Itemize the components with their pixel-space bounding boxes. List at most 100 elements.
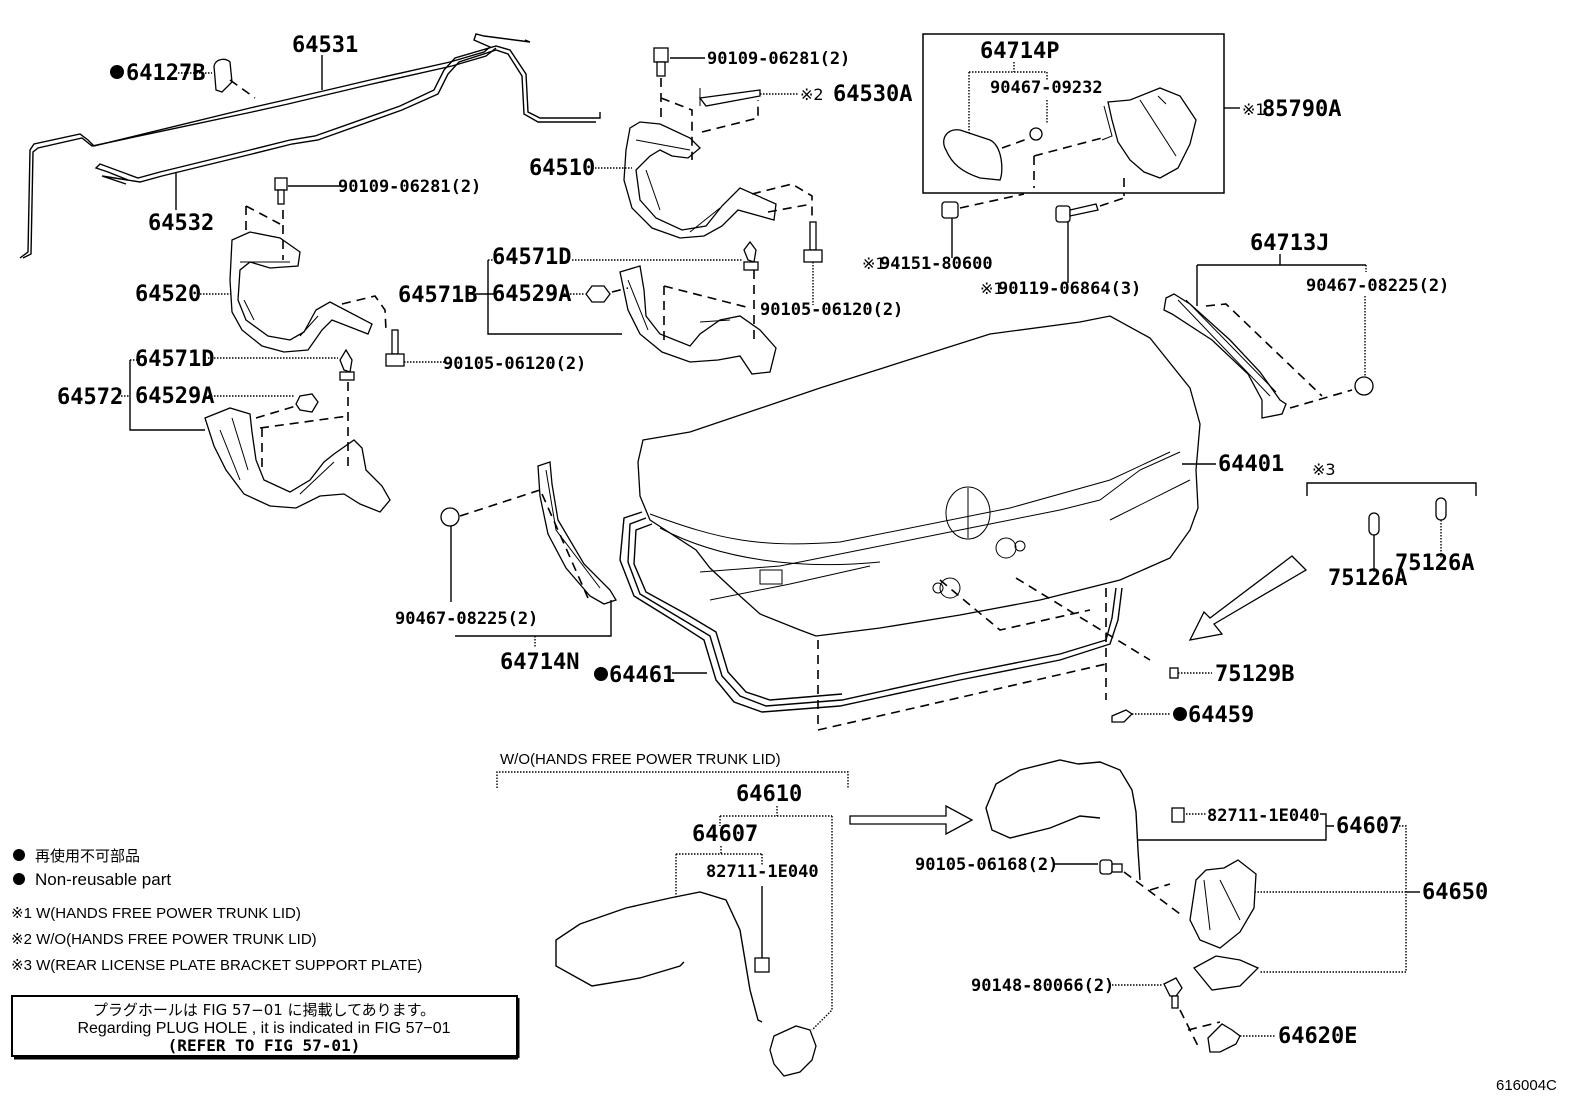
screw-90148-80066[interactable] xyxy=(1163,977,1183,1009)
switch-82711-right[interactable] xyxy=(1171,807,1185,823)
hinge-64520[interactable] xyxy=(229,231,373,353)
stud-75126a-left[interactable] xyxy=(1368,512,1380,536)
label-90467-08225-right: 90467-08225(2) xyxy=(1306,276,1449,296)
legend-nonreusable-jp: 再使用不可部品 xyxy=(35,847,140,865)
view-direction-arrow xyxy=(1188,555,1308,641)
label-wo-hands-free-group: W/O(HANDS FREE POWER TRUNK LID) xyxy=(500,751,781,768)
label-64532: 64532 xyxy=(148,211,214,236)
striker-64620e[interactable] xyxy=(1207,1023,1241,1053)
label-90105-06168: 90105-06168(2) xyxy=(915,855,1058,875)
label-64530a: 64530A xyxy=(833,82,912,107)
clip-64127b[interactable] xyxy=(213,58,256,99)
bolt-90109-center[interactable] xyxy=(653,47,669,77)
label-94151-80600: 94151-80600 xyxy=(880,254,993,274)
label-bolt-90105-lower: 90105-06120(2) xyxy=(443,354,586,374)
striker-cover-64650[interactable] xyxy=(1193,955,1260,991)
note-mark-85790a: ※1 xyxy=(1242,100,1266,119)
label-64607-right: 64607 xyxy=(1336,814,1402,839)
bolt-90105-left[interactable] xyxy=(385,329,405,367)
grommet-64529a-lower[interactable] xyxy=(295,393,319,413)
assembly-box-85790a xyxy=(922,33,1225,194)
transition-arrow xyxy=(849,804,974,836)
label-64571d-upper: 64571D xyxy=(492,245,571,270)
grommet-64529a-upper[interactable] xyxy=(585,285,611,303)
legend-note-2: ※2 W/O(HANDS FREE POWER TRUNK LID) xyxy=(11,931,317,948)
label-82711-1e040-right: 82711-1E040 xyxy=(1207,806,1320,826)
label-64650: 64650 xyxy=(1422,880,1488,905)
trunk-lid-64401[interactable] xyxy=(637,315,1201,637)
label-64520: 64520 xyxy=(135,282,201,307)
label-64571b: 64571B xyxy=(398,283,477,308)
bolt-90119-06864[interactable] xyxy=(1055,203,1099,223)
label-64510: 64510 xyxy=(529,156,595,181)
legend-nonreusable-en: Non-reusable part xyxy=(35,870,171,889)
reference-line-refer[interactable]: (REFER TO FIG 57-01) xyxy=(168,1036,361,1055)
label-64529a-upper: 64529A xyxy=(492,282,571,307)
lock-assy-64650[interactable] xyxy=(1189,859,1257,949)
label-90467-08225-left: 90467-08225(2) xyxy=(395,609,538,629)
label-90148-80066: 90148-80066(2) xyxy=(971,976,1114,996)
reference-line-en: Regarding PLUG HOLE , it is indicated in… xyxy=(77,1020,450,1037)
note-mark-3: ※3 xyxy=(1312,460,1336,479)
reference-line-jp: プラグホールは FIG 57−01 に掲載してあります。 xyxy=(93,1001,435,1019)
garnish-64713j[interactable] xyxy=(1163,293,1287,419)
bolt-90105-06168[interactable] xyxy=(1099,859,1123,875)
clip-64571d-lower[interactable] xyxy=(339,348,355,381)
label-75126a-left: 75126A xyxy=(1328,566,1407,591)
screw-90467-09232[interactable] xyxy=(1029,127,1043,141)
bracket-64530a[interactable] xyxy=(698,88,761,107)
cushion-64459[interactable] xyxy=(1111,709,1134,723)
legend-dot-jp xyxy=(13,849,25,861)
stud-75126a-right[interactable] xyxy=(1435,497,1447,521)
label-64127b: 64127B xyxy=(126,61,205,86)
label-64571d-lower: 64571D xyxy=(135,347,214,372)
label-64620e: 64620E xyxy=(1278,1024,1357,1049)
reference-box xyxy=(11,995,520,1060)
label-64714n: 64714N xyxy=(500,650,579,675)
note-mark-90119: ※1 xyxy=(980,279,1004,298)
release-cable-64607-right[interactable] xyxy=(985,759,1141,881)
label-64714p: 64714P xyxy=(980,39,1059,64)
lock-64610[interactable] xyxy=(769,1025,817,1077)
nut-94151-80600[interactable] xyxy=(941,201,959,219)
label-75126a-right: 75126A xyxy=(1395,551,1474,576)
label-64529a-lower: 64529A xyxy=(135,384,214,409)
bracket-64571b[interactable] xyxy=(619,265,777,375)
label-90119-06864: 90119-06864(3) xyxy=(998,279,1141,299)
hinge-64510[interactable] xyxy=(623,121,777,239)
nonreusable-marker xyxy=(110,65,124,79)
note-mark-94151: ※1 xyxy=(862,254,886,273)
label-64459: 64459 xyxy=(1188,703,1254,728)
label-64713j: 64713J xyxy=(1250,231,1329,256)
plug-75129b[interactable] xyxy=(1169,667,1179,679)
legend-note-3: ※3 W(REAR LICENSE PLATE BRACKET SUPPORT … xyxy=(11,957,422,974)
release-cable-64607-left[interactable] xyxy=(555,891,763,1023)
note-mark-64530a: ※2 xyxy=(800,85,824,104)
torsion-bar-64532[interactable] xyxy=(94,45,601,185)
label-85790a: 85790A xyxy=(1262,97,1341,122)
legend-note-1: ※1 W(HANDS FREE POWER TRUNK LID) xyxy=(11,905,301,922)
label-75129b: 75129B xyxy=(1215,662,1294,687)
nonreusable-marker xyxy=(1173,707,1187,721)
clip-64571d-upper[interactable] xyxy=(743,240,759,271)
bracket-64572[interactable] xyxy=(204,407,391,513)
label-64531: 64531 xyxy=(292,33,358,58)
garnish-64714n[interactable] xyxy=(537,461,617,605)
bolt-90109-left[interactable] xyxy=(274,177,288,205)
figure-code: 616004C xyxy=(1496,1077,1557,1094)
switch-82711-left[interactable] xyxy=(754,957,770,973)
cover-64714p[interactable] xyxy=(943,129,1003,181)
lock-actuator-85790a[interactable] xyxy=(1101,87,1197,179)
legend-dot-en xyxy=(13,873,25,885)
label-64607-left: 64607 xyxy=(692,822,758,847)
label-bolt-90109-center: 90109-06281(2) xyxy=(707,49,850,69)
weatherstrip-64461[interactable] xyxy=(619,511,1123,713)
label-bolt-90105-upper: 90105-06120(2) xyxy=(760,300,903,320)
label-82711-1e040-left: 82711-1E040 xyxy=(706,862,819,882)
bolt-90105-center[interactable] xyxy=(803,221,823,263)
label-64401: 64401 xyxy=(1218,452,1284,477)
clip-90467-08225-left[interactable] xyxy=(440,507,460,527)
label-90467-09232: 90467-09232 xyxy=(990,78,1103,98)
clip-90467-08225-right[interactable] xyxy=(1354,376,1374,396)
